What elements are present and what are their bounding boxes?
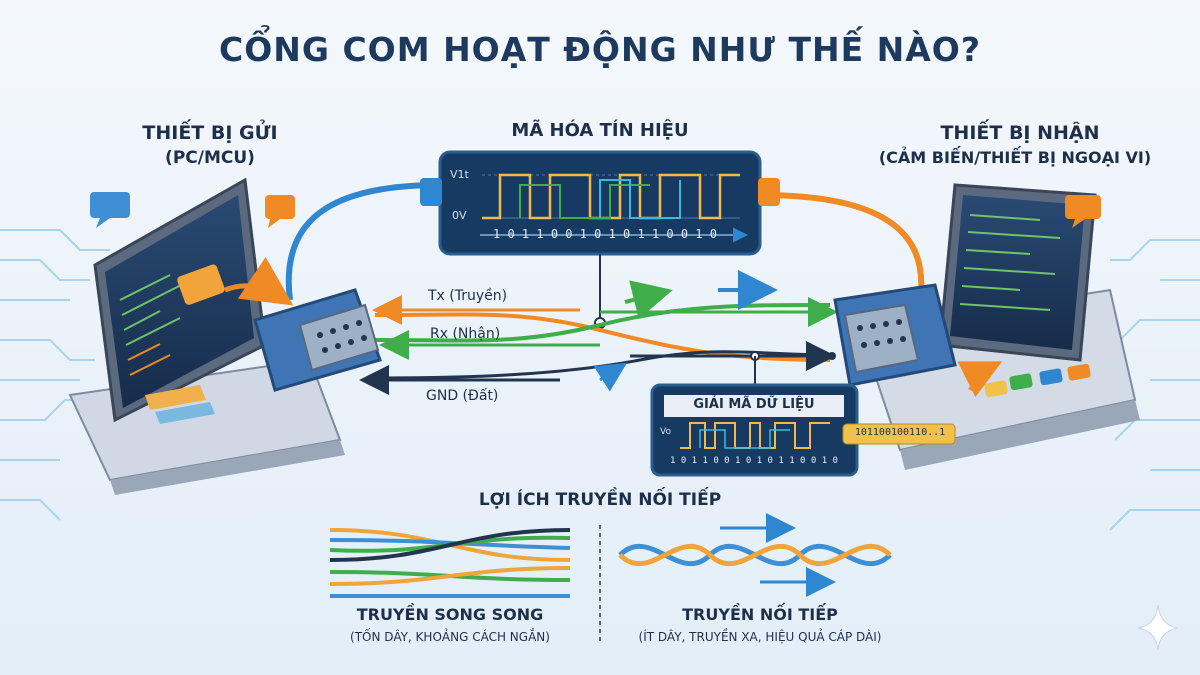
decode-panel: [650, 383, 956, 477]
decode-v-label: Vo: [660, 427, 671, 437]
parallel-label: TRUYỀN SONG SONG: [356, 605, 544, 624]
decode-label: GIẢI MÃ DỮ LIỆU: [693, 397, 815, 412]
chat-bubble-right-icon: [1065, 195, 1101, 228]
serial-sub: (ÍT DÂY, TRUYỀN XA, HIỆU QUẢ CÁP DÀI): [638, 630, 882, 644]
gnd-wire: [374, 350, 831, 380]
serial-twisted-cable: [618, 543, 892, 567]
encode-bits: 1 0 1 1 0 0 1 0 1 0 1 1 0 0 1 0: [493, 227, 717, 241]
cable-left-top: [285, 182, 441, 301]
rx-label: Rx (Nhận): [430, 326, 501, 342]
parallel-sub: (TỐN DÂY, KHOẢNG CÁCH NGẮN): [350, 630, 550, 644]
db9-connector-right: [833, 283, 957, 387]
gnd-label: GND (Đất): [426, 388, 499, 404]
benefits-heading: LỢI ÍCH TRUYỀN NỐI TIẾP: [478, 490, 722, 510]
chat-bubble-icon: [90, 192, 295, 228]
serial-label: TRUYỀN NỐI TIẾP: [682, 605, 838, 624]
circuit-traces-left: [0, 229, 110, 521]
cable-right-top: [759, 192, 925, 301]
sender-sub: (PC/MCU): [165, 148, 255, 168]
encode-panel: [420, 150, 780, 256]
receiver-sub: (CẢM BIẾN/THIẾT BỊ NGOẠI VI): [878, 148, 1152, 167]
sender-laptop: [68, 177, 345, 495]
receiver-device: [858, 183, 1140, 470]
page-title: CỔNG COM HOẠT ĐỘNG NHƯ THẾ NÀO?: [219, 30, 981, 69]
encode-high-label: V1t: [450, 168, 469, 181]
encode-label: MÃ HÓA TÍN HIỆU: [511, 120, 689, 141]
parallel-cables: [329, 528, 571, 598]
sparkle-icon: [1137, 604, 1179, 651]
db9-connector-left: [253, 288, 382, 392]
decode-output: 101100100110..1: [854, 427, 946, 438]
sender-label: THIẾT BỊ GỬI: [142, 122, 278, 144]
encode-low-label: 0V: [452, 209, 467, 222]
tx-label: Tx (Truyền): [428, 288, 508, 304]
receiver-label: THIẾT BỊ NHẬN: [940, 122, 1100, 144]
circuit-traces-right: [1109, 239, 1200, 531]
decode-bits: 1 0 1 1 0 0 1 0 1 0 1 1 0 0 1 0: [670, 456, 838, 466]
